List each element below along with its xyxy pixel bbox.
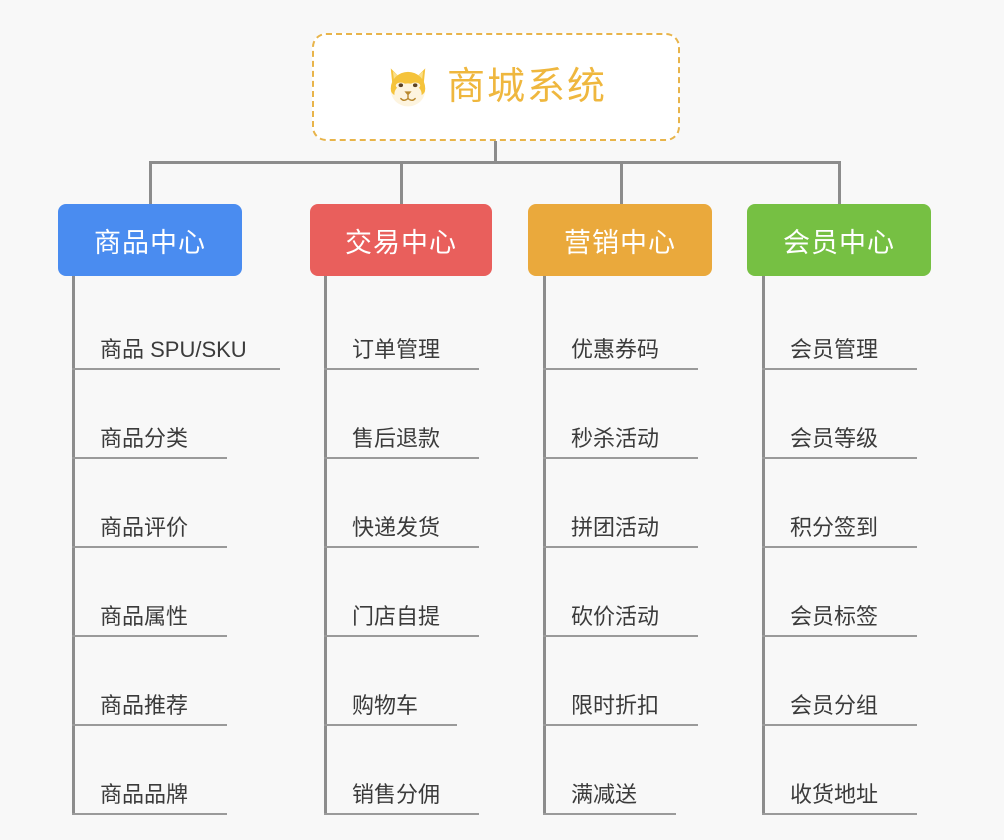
list-item-label: 秒杀活动 [571, 425, 660, 451]
list-item[interactable]: 售后退款 [324, 370, 479, 459]
item-underline [543, 546, 698, 548]
list-item-label: 商品评价 [100, 514, 189, 540]
list-item[interactable]: 优惠券码 [543, 281, 698, 370]
item-underline [543, 368, 698, 370]
list-item[interactable]: 秒杀活动 [543, 370, 698, 459]
category-header-1[interactable]: 商品中心 [58, 204, 242, 276]
list-item-label: 积分签到 [790, 514, 879, 540]
item-underline [324, 368, 479, 370]
connector-drop-2 [400, 161, 403, 204]
connector-drop-3 [620, 161, 623, 204]
list-item[interactable]: 会员分组 [762, 637, 917, 726]
item-underline [762, 457, 917, 459]
list-item-label: 满减送 [571, 781, 638, 807]
column-spine [762, 281, 765, 815]
list-item-label: 拼团活动 [571, 514, 660, 540]
list-item-label: 商品品牌 [100, 781, 189, 807]
item-underline [543, 724, 698, 726]
column-2: 订单管理 售后退款 快递发货 门店自提 购物车 销售分佣 [324, 281, 479, 815]
list-item-label: 购物车 [352, 692, 419, 718]
item-underline [72, 457, 227, 459]
item-underline [72, 635, 227, 637]
category-header-3[interactable]: 营销中心 [528, 204, 712, 276]
item-underline [762, 546, 917, 548]
list-item-label: 商品属性 [100, 603, 189, 629]
list-item-label: 会员管理 [790, 336, 879, 362]
list-item[interactable]: 商品 SPU/SKU [72, 281, 280, 370]
list-item[interactable]: 商品分类 [72, 370, 280, 459]
list-item[interactable]: 砍价活动 [543, 548, 698, 637]
item-underline [543, 813, 676, 815]
list-item[interactable]: 拼团活动 [543, 459, 698, 548]
item-underline [72, 368, 280, 370]
list-item-label: 商品推荐 [100, 692, 189, 718]
shiba-dog-face-icon [390, 68, 426, 107]
list-item-label: 限时折扣 [571, 692, 660, 718]
list-item[interactable]: 快递发货 [324, 459, 479, 548]
list-item[interactable]: 满减送 [543, 726, 698, 815]
list-item-label: 快递发货 [352, 514, 441, 540]
root-node-mall-system[interactable]: 商城系统 [312, 33, 680, 141]
list-item-label: 商品 SPU/SKU [100, 336, 247, 362]
list-item-label: 会员等级 [790, 425, 879, 451]
item-underline [762, 368, 917, 370]
category-header-label: 会员中心 [783, 227, 895, 258]
root-node-title: 商城系统 [446, 66, 607, 108]
list-item-label: 会员标签 [790, 603, 879, 629]
list-item[interactable]: 购物车 [324, 637, 479, 726]
category-header-label: 营销中心 [564, 227, 676, 258]
item-underline [72, 724, 227, 726]
list-item-label: 会员分组 [790, 692, 879, 718]
list-item-label: 门店自提 [352, 603, 441, 629]
connector-drop-4 [838, 161, 841, 204]
list-item-label: 销售分佣 [352, 781, 441, 807]
item-underline [762, 724, 917, 726]
list-item[interactable]: 订单管理 [324, 281, 479, 370]
list-item[interactable]: 会员管理 [762, 281, 917, 370]
list-item[interactable]: 商品评价 [72, 459, 280, 548]
list-item-label: 售后退款 [352, 425, 441, 451]
column-4: 会员管理 会员等级 积分签到 会员标签 会员分组 收货地址 [762, 281, 917, 815]
item-underline [72, 813, 227, 815]
item-underline [324, 724, 457, 726]
item-underline [762, 813, 917, 815]
connector-root-stem [494, 141, 497, 163]
category-header-label: 交易中心 [345, 227, 457, 258]
column-spine [324, 281, 327, 815]
item-underline [324, 546, 479, 548]
list-item-label: 订单管理 [352, 336, 441, 362]
category-header-4[interactable]: 会员中心 [747, 204, 931, 276]
list-item[interactable]: 积分签到 [762, 459, 917, 548]
list-item[interactable]: 收货地址 [762, 726, 917, 815]
connector-horizontal-bus [149, 161, 841, 164]
list-item[interactable]: 商品属性 [72, 548, 280, 637]
list-item[interactable]: 商品品牌 [72, 726, 280, 815]
category-header-label: 商品中心 [94, 227, 206, 258]
item-underline [72, 546, 227, 548]
list-item-label: 砍价活动 [571, 603, 660, 629]
column-3: 优惠券码 秒杀活动 拼团活动 砍价活动 限时折扣 满减送 [543, 281, 698, 815]
item-underline [543, 635, 698, 637]
column-1: 商品 SPU/SKU 商品分类 商品评价 商品属性 商品推荐 商品品牌 [72, 281, 280, 815]
item-underline [762, 635, 917, 637]
item-underline [324, 457, 479, 459]
list-item-label: 收货地址 [790, 781, 879, 807]
list-item[interactable]: 门店自提 [324, 548, 479, 637]
list-item[interactable]: 限时折扣 [543, 637, 698, 726]
item-underline [324, 635, 479, 637]
list-item[interactable]: 会员等级 [762, 370, 917, 459]
list-item[interactable]: 商品推荐 [72, 637, 280, 726]
list-item[interactable]: 销售分佣 [324, 726, 479, 815]
column-spine [72, 281, 75, 815]
list-item-label: 优惠券码 [571, 336, 660, 362]
item-underline [324, 813, 479, 815]
column-spine [543, 281, 546, 815]
connector-drop-1 [149, 161, 152, 204]
list-item-label: 商品分类 [100, 425, 189, 451]
item-underline [543, 457, 698, 459]
category-header-2[interactable]: 交易中心 [310, 204, 492, 276]
list-item[interactable]: 会员标签 [762, 548, 917, 637]
